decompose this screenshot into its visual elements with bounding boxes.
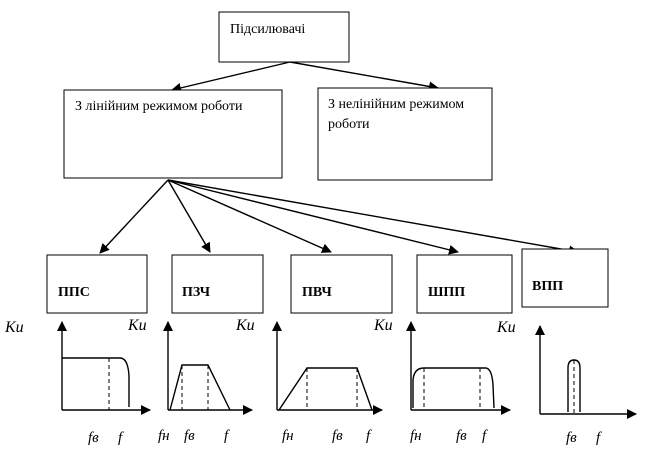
graph-pps-ylabel: Ku [4, 319, 24, 336]
graph-shpp-fn-label: fн [410, 428, 422, 444]
root-arrows [171, 61, 439, 93]
graph-pps-fv-label: fв [88, 430, 99, 446]
vpp-label: ВПП [532, 279, 563, 294]
graph-pps-curve [62, 357, 130, 407]
graph-shpp: Ku fн fв f [373, 317, 511, 444]
graph-pzch-fn-label: fн [158, 428, 170, 444]
graph-pzch-f-label: f [224, 428, 230, 444]
shpp-label: ШПП [428, 285, 465, 300]
graph-pvch: Ku fн fв f [235, 317, 383, 444]
graph-pvch-ylabel: Ku [235, 317, 255, 334]
pps-box [46, 254, 148, 314]
graph-vpp-f-label: f [596, 430, 602, 446]
graph-pvch-curve [278, 367, 373, 411]
amplifier-boxes: ППС ПЗЧ ПВЧ ШПП ВПП [46, 248, 609, 314]
graph-pvch-fn-label: fн [282, 428, 294, 444]
pvch-label: ПВЧ [302, 285, 333, 300]
graph-vpp-ylabel: Ku [496, 319, 516, 336]
nonlinear-mode-label-line2: роботи [328, 117, 370, 132]
nonlinear-mode-label-line1: З нелінійним режимом [328, 97, 464, 112]
graph-shpp-curve [412, 367, 495, 409]
graph-pvch-fv-label: fв [332, 428, 343, 444]
root-node-label: Підсилювачі [230, 22, 305, 37]
graph-pzch: Ku fн fв f [127, 317, 253, 444]
root-node: Підсилювачі [218, 11, 350, 63]
pps-label: ППС [58, 285, 90, 300]
nonlinear-mode-node: З нелінійним режимом роботи [317, 87, 493, 181]
arrow-to-pps [99, 179, 169, 254]
linear-arrows [99, 179, 579, 256]
graph-shpp-fv-label: fв [456, 428, 467, 444]
graph-vpp-fv-label: fв [566, 430, 577, 446]
linear-mode-label: З лінійним режимом роботи [75, 99, 243, 114]
arrow-to-vpp [167, 179, 579, 256]
pvch-box [290, 254, 393, 314]
graph-pvch-f-label: f [366, 428, 372, 444]
shpp-box [416, 254, 513, 314]
graph-pzch-curve [169, 364, 231, 411]
graph-vpp: Ku fв f [496, 319, 637, 446]
graph-shpp-f-label: f [482, 428, 488, 444]
arrow-to-pvch [167, 179, 332, 253]
graph-pzch-fv-label: fв [184, 428, 195, 444]
pzch-label: ПЗЧ [182, 285, 211, 300]
graph-pps-f-label: f [118, 430, 124, 446]
graph-pps: Ku fв f [4, 319, 151, 446]
arrow-to-pzch [167, 179, 211, 253]
graph-pzch-ylabel: Ku [127, 317, 147, 334]
pzch-box [171, 254, 264, 314]
vpp-box [521, 248, 609, 308]
arrow-to-shpp [167, 179, 459, 255]
linear-mode-node: З лінійним режимом роботи [63, 89, 283, 179]
arrow-to-linear [171, 61, 291, 93]
arrow-to-nonlinear [289, 61, 439, 92]
graph-shpp-ylabel: Ku [373, 317, 393, 334]
